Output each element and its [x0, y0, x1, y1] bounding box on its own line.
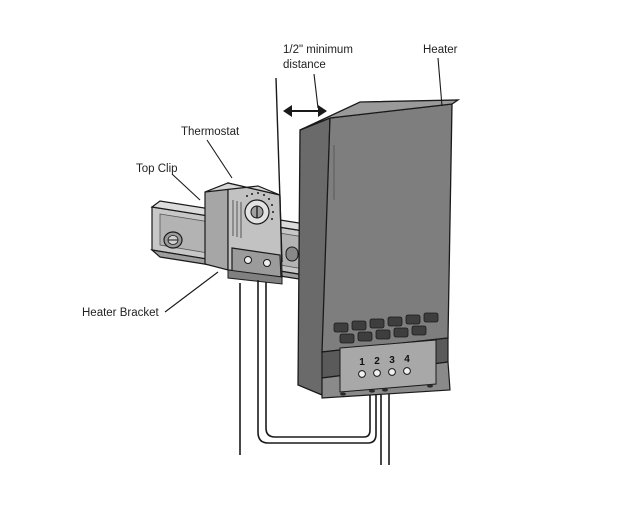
thermostat-label: Thermostat	[181, 126, 240, 138]
terminal-4-label: 4	[404, 354, 410, 365]
double-arrow-icon	[283, 105, 327, 117]
leader-lines	[164, 57, 443, 313]
terminal-2-label: 2	[374, 356, 380, 367]
thermostat	[204, 182, 283, 285]
terminal-3-label: 3	[389, 355, 395, 366]
heater-bracket-label: Heater Bracket	[82, 307, 160, 319]
distance-reference-line	[275, 77, 283, 263]
distance-label-line1: 1/2" minimum	[283, 44, 353, 56]
distance-label-line2: distance	[283, 59, 326, 71]
top-clip-label: Top Clip	[136, 163, 178, 175]
thermostat-dial-icon	[244, 192, 274, 225]
terminal-1-label: 1	[359, 357, 365, 368]
screw-icon	[163, 231, 183, 249]
heater-terminals: 1 2 3 4	[358, 354, 411, 378]
wiring	[239, 280, 390, 465]
heater: 1 2 3 4	[297, 99, 461, 399]
heater-label: Heater	[423, 44, 458, 56]
